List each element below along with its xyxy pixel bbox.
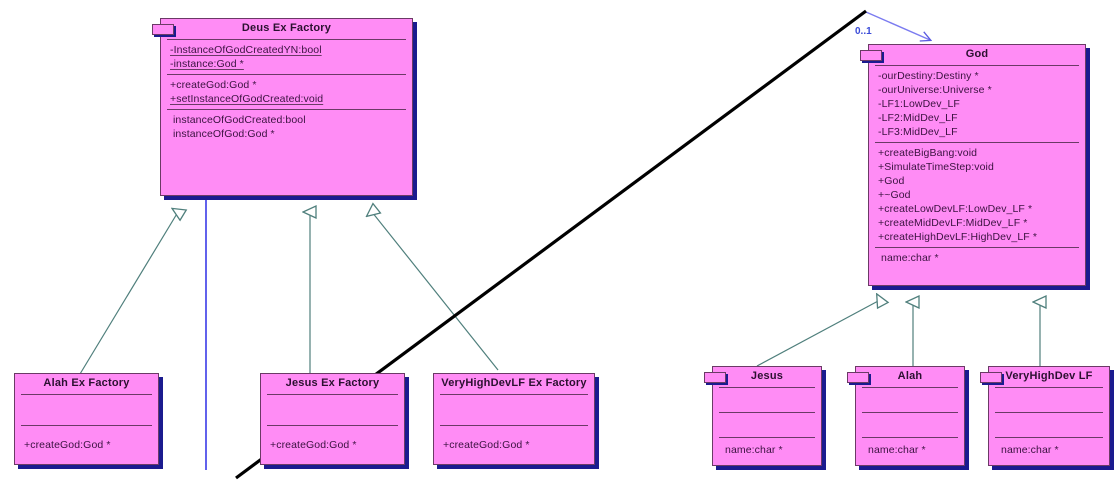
operation-row: +setInstanceOfGodCreated:void [170, 92, 324, 105]
compartment-separator [875, 141, 1079, 143]
operations-compartment: +createGod:God * +setInstanceOfGodCreate… [161, 75, 412, 109]
compartment-separator [995, 386, 1103, 388]
operations-compartment: +createBigBang:void +SimulateTimeStep:vo… [869, 143, 1085, 247]
attribute-row: -LF2:MidDev_LF [878, 111, 958, 124]
extra-compartment: instanceOfGodCreated:bool instanceOfGod:… [161, 110, 412, 144]
class-title-deus-ex-factory: Deus Ex Factory [241, 22, 332, 34]
operation-row: +createBigBang:void [878, 146, 978, 159]
class-box-deus-ex-factory[interactable]: Deus Ex Factory -InstanceOfGodCreatedYN:… [152, 18, 413, 196]
extra-compartment: name:char * [989, 438, 1109, 460]
operation-row: +createLowDevLF:LowDev_LF * [878, 202, 1033, 215]
compartment-separator [862, 386, 958, 388]
extra-compartment: name:char * [713, 438, 821, 460]
extra-compartment: name:char * [856, 438, 964, 460]
class-title-jesus: Jesus [750, 370, 784, 382]
class-title-god: God [965, 48, 989, 60]
class-box-alah-ex-factory[interactable]: Alah Ex Factory +createGod:God * [14, 373, 159, 465]
operations-compartment [856, 413, 964, 437]
class-title-jesus-ex-factory: Jesus Ex Factory [285, 377, 380, 389]
class-box-veryhighdevlf-ex-factory[interactable]: VeryHighDevLF Ex Factory +createGod:God … [433, 373, 595, 465]
extra-row: name:char * [868, 443, 926, 456]
operations-compartment [989, 413, 1109, 437]
class-title-veryhighdevlf-ex-factory: VeryHighDevLF Ex Factory [441, 377, 587, 389]
operation-row: +createGod:God * [24, 438, 111, 451]
class-tab-icon [152, 24, 174, 35]
operations-compartment: +createGod:God * [434, 426, 594, 455]
attributes-compartment: -InstanceOfGodCreatedYN:bool -instance:G… [161, 40, 412, 74]
compartment-separator [875, 246, 1079, 248]
class-tab-icon [980, 372, 1002, 383]
attribute-row: -instance:God * [170, 57, 244, 70]
attributes-compartment [989, 388, 1109, 412]
generalization-jesus-to-god [756, 300, 880, 367]
attributes-compartment: -ourDestiny:Destiny * -ourUniverse:Unive… [869, 66, 1085, 142]
operations-compartment: +createGod:God * [261, 426, 404, 455]
attributes-compartment [434, 395, 594, 425]
operation-row: +createGod:God * [270, 438, 357, 451]
class-tab-icon [860, 50, 882, 61]
compartment-separator [875, 64, 1079, 66]
class-title-alah: Alah [897, 370, 923, 382]
class-tab-icon [847, 372, 869, 383]
compartment-separator [21, 393, 152, 395]
compartment-separator [995, 436, 1103, 438]
generalization-veryhighdevlfexfactory-to-deusexfactory [372, 212, 499, 371]
attribute-row: -LF1:LowDev_LF [878, 97, 960, 110]
extra-row: instanceOfGod:God * [173, 127, 275, 140]
attribute-row: -LF3:MidDev_LF [878, 125, 958, 138]
compartment-separator [21, 424, 152, 426]
operation-row: +createGod:God * [443, 438, 530, 451]
compartment-separator [862, 436, 958, 438]
extra-compartment: name:char * [869, 248, 1085, 268]
extra-row: name:char * [881, 251, 939, 264]
generalization-alahexfactory-to-deusexfactory [79, 212, 178, 375]
attributes-compartment [261, 395, 404, 425]
class-box-god[interactable]: God -ourDestiny:Destiny * -ourUniverse:U… [860, 44, 1086, 286]
attributes-compartment [15, 395, 158, 425]
operation-row: +SimulateTimeStep:void [878, 160, 994, 173]
class-box-jesus-ex-factory[interactable]: Jesus Ex Factory +createGod:God * [260, 373, 405, 465]
operation-row: +createMidDevLF:MidDev_LF * [878, 216, 1028, 229]
class-title-veryhighdev-lf: VeryHighDev LF [1005, 370, 1093, 382]
attributes-compartment [856, 388, 964, 412]
operation-row: +createGod:God * [170, 78, 257, 91]
attributes-compartment [713, 388, 821, 412]
compartment-separator [995, 411, 1103, 413]
operation-row: +God [878, 174, 905, 187]
class-tab-icon [704, 372, 726, 383]
operation-row: +~God [878, 188, 911, 201]
extra-row: instanceOfGodCreated:bool [173, 113, 306, 126]
multiplicity-label-0-1: 0..1 [855, 26, 872, 37]
class-box-alah[interactable]: Alah name:char * [847, 366, 965, 466]
extra-row: name:char * [725, 443, 783, 456]
compartment-separator [862, 411, 958, 413]
attribute-row: -ourDestiny:Destiny * [878, 69, 979, 82]
operations-compartment [713, 413, 821, 437]
class-box-veryhighdev-lf[interactable]: VeryHighDev LF name:char * [980, 366, 1110, 466]
class-box-jesus[interactable]: Jesus name:char * [704, 366, 822, 466]
class-title-alah-ex-factory: Alah Ex Factory [43, 377, 130, 389]
operations-compartment: +createGod:God * [15, 426, 158, 455]
extra-row: name:char * [1001, 443, 1059, 456]
operation-row: +createHighDevLF:HighDev_LF * [878, 230, 1038, 243]
attribute-row: -InstanceOfGodCreatedYN:bool [170, 43, 322, 56]
attribute-row: -ourUniverse:Universe * [878, 83, 992, 96]
